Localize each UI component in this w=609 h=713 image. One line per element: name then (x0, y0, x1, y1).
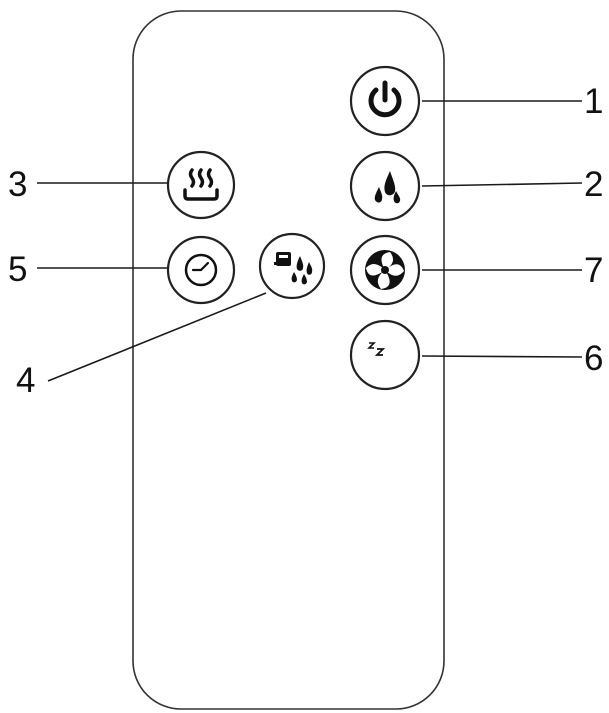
leader-line-4 (47, 292, 267, 382)
callout-1: 1 (584, 82, 603, 121)
sleep-button[interactable] (349, 319, 421, 391)
heat-waves-icon (183, 168, 219, 201)
callout-6: 6 (584, 339, 603, 378)
callout-4: 4 (16, 361, 35, 400)
tank-drops-icon (274, 252, 313, 285)
water-drops-icon (374, 171, 401, 204)
humidity-button[interactable] (349, 150, 421, 222)
fan-button[interactable] (349, 234, 421, 306)
callout-7: 7 (584, 251, 603, 290)
leader-line-6 (421, 355, 583, 358)
fan-icon (365, 250, 405, 290)
leader-line-2 (421, 182, 583, 187)
tank-drops-button[interactable] (258, 232, 326, 300)
callout-3: 3 (8, 165, 27, 204)
callout-5: 5 (8, 250, 27, 289)
power-button[interactable] (349, 65, 421, 137)
power-icon (368, 80, 402, 118)
heat-button[interactable] (166, 150, 236, 220)
clock-icon (184, 253, 218, 287)
timer-button[interactable] (166, 235, 236, 305)
callout-2: 2 (584, 165, 603, 204)
sleep-moon-icon (367, 340, 401, 372)
